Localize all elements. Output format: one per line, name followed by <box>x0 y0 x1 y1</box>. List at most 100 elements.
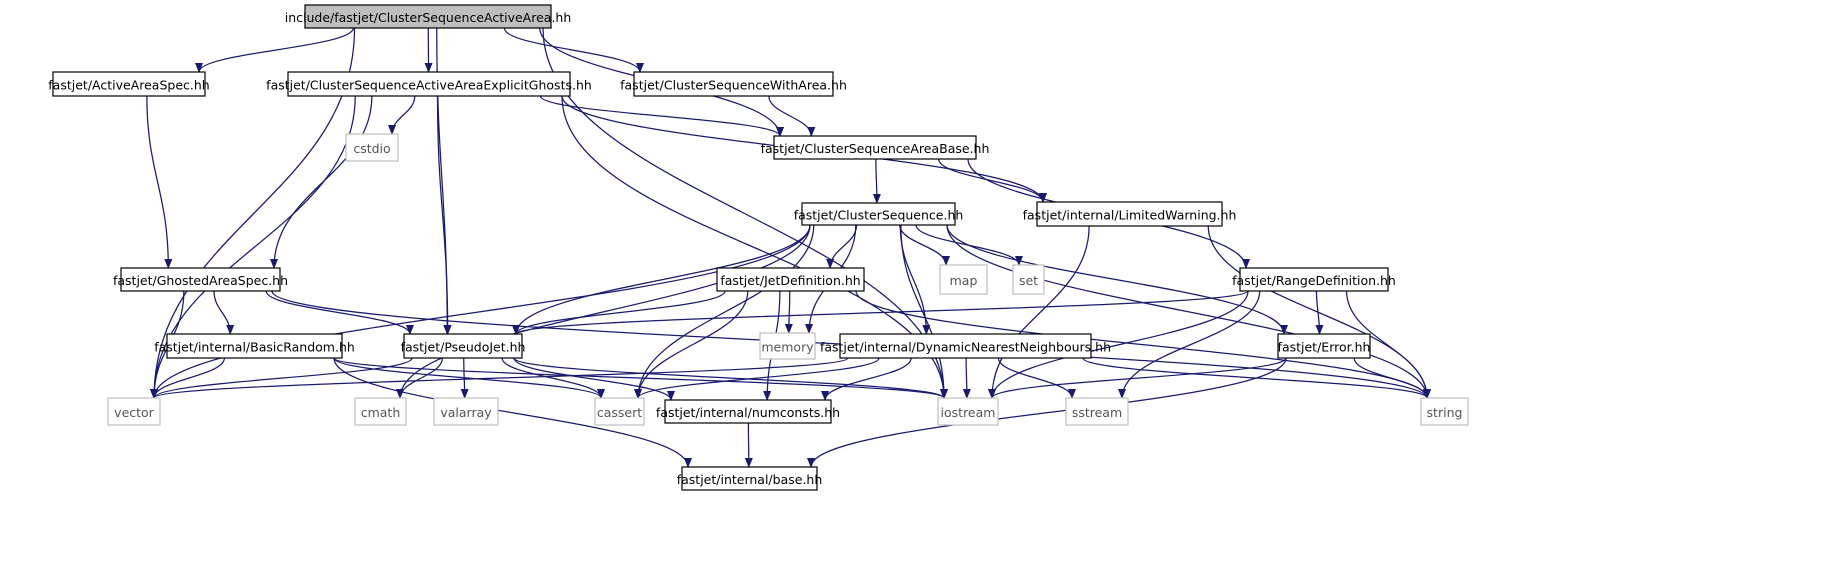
node-csareabase[interactable]: fastjet/ClusterSequenceAreaBase.hh <box>761 135 990 160</box>
edge-csaaeg-to-cstdio <box>388 95 416 135</box>
node-cstdio: cstdio <box>345 133 399 162</box>
edge-dnn-to-vector <box>150 357 849 399</box>
node-cmath: cmath <box>354 397 407 426</box>
edge-cswitharea-to-csareabase <box>768 95 816 137</box>
node-cswitharea[interactable]: fastjet/ClusterSequenceWithArea.hh <box>620 71 847 97</box>
edge-error-to-iostream <box>988 357 1287 399</box>
node-valarray-label: valarray <box>440 405 492 420</box>
node-cmath-label: cmath <box>361 405 401 420</box>
node-pseudojet[interactable]: fastjet/PseudoJet.hh <box>401 333 526 359</box>
edge-cs-to-vector <box>150 224 811 399</box>
edge-dnn-to-cassert <box>634 357 880 399</box>
node-cassert-box <box>594 397 645 426</box>
node-error-label: fastjet/Error.hh <box>1278 340 1371 355</box>
node-iostream: iostream <box>937 397 999 426</box>
edge-limitedwarning-to-iostream <box>988 225 1090 399</box>
edge-cs-to-cassert <box>634 224 815 399</box>
node-cstdio-label: cstdio <box>353 141 390 156</box>
node-string-label: string <box>1427 405 1463 420</box>
edge-pseudojet-to-valarray <box>460 357 469 399</box>
node-memory: memory <box>759 332 816 360</box>
edge-error-to-string <box>1353 357 1431 399</box>
node-cs-label: fastjet/ClusterSequence.hh <box>794 208 964 223</box>
edge-pseudojet-to-iostream <box>513 357 948 399</box>
node-base-label: fastjet/internal/base.hh <box>677 472 823 487</box>
edge-rangedef-to-pseudojet <box>512 290 1249 335</box>
node-activeareaspec-label: fastjet/ActiveAreaSpec.hh <box>48 78 209 93</box>
nodes-layer: include/fastjet/ClusterSequenceActiveAre… <box>48 4 1469 491</box>
node-dnn-label: fastjet/internal/DynamicNearestNeighbour… <box>820 340 1111 355</box>
node-memory-label: memory <box>761 340 814 355</box>
node-base-box <box>681 466 818 491</box>
edge-cs-to-map <box>899 224 950 266</box>
edge-ghostedareaspec-to-basicrandom <box>213 290 235 335</box>
edge-main-to-activeareaspec <box>195 27 354 73</box>
node-sstream-label: sstream <box>1072 405 1122 420</box>
node-base[interactable]: fastjet/internal/base.hh <box>677 466 823 491</box>
edge-rangedef-to-sstream <box>1118 290 1261 399</box>
node-cs-box <box>801 202 956 226</box>
node-ghostedareaspec-box <box>120 267 281 292</box>
node-rangedef[interactable]: fastjet/RangeDefinition.hh <box>1232 267 1396 292</box>
edge-dnn-to-sstream <box>997 357 1076 399</box>
node-rangedef-box <box>1239 267 1389 292</box>
node-numconsts-label: fastjet/internal/numconsts.hh <box>656 405 840 420</box>
node-cswitharea-box <box>633 71 834 97</box>
edge-csaaeg-to-vector <box>150 95 356 399</box>
node-basicrandom-box <box>166 333 343 359</box>
node-numconsts-box <box>664 399 832 424</box>
node-set-label: set <box>1019 273 1038 288</box>
node-set-box <box>1012 264 1045 295</box>
edge-pseudojet-to-numconsts <box>513 357 675 401</box>
node-vector-box <box>107 397 161 426</box>
node-numconsts[interactable]: fastjet/internal/numconsts.hh <box>656 399 840 424</box>
node-cstdio-box <box>345 133 399 162</box>
node-string-box <box>1420 397 1469 426</box>
edge-cs-to-error <box>946 224 1288 335</box>
node-basicrandom-label: fastjet/internal/BasicRandom.hh <box>154 340 355 355</box>
node-cassert-label: cassert <box>597 405 642 420</box>
edge-rangedef-to-error <box>1315 290 1324 335</box>
edge-basicrandom-to-iostream <box>333 357 948 399</box>
node-csaaeg-label: fastjet/ClusterSequenceActiveAreaExplici… <box>266 78 592 93</box>
node-limitedwarning-box <box>1036 201 1223 227</box>
edge-csareabase-to-cs <box>872 158 881 204</box>
node-cmath-box <box>354 397 407 426</box>
node-limitedwarning-label: fastjet/internal/LimitedWarning.hh <box>1023 208 1237 223</box>
edge-ghostedareaspec-to-pseudojet <box>265 290 414 335</box>
node-cs[interactable]: fastjet/ClusterSequence.hh <box>794 202 964 226</box>
node-main[interactable]: include/fastjet/ClusterSequenceActiveAre… <box>285 4 572 29</box>
edge-dnn-to-numconsts <box>821 357 912 401</box>
node-map: map <box>939 264 988 295</box>
node-sstream: sstream <box>1065 397 1129 426</box>
node-ghostedareaspec[interactable]: fastjet/GhostedAreaSpec.hh <box>113 267 288 292</box>
node-csareabase-box <box>773 135 977 160</box>
node-activeareaspec[interactable]: fastjet/ActiveAreaSpec.hh <box>48 71 210 97</box>
node-map-label: map <box>950 273 978 288</box>
node-limitedwarning[interactable]: fastjet/internal/LimitedWarning.hh <box>1023 201 1237 227</box>
node-main-label: include/fastjet/ClusterSequenceActiveAre… <box>285 10 572 25</box>
edge-pseudojet-to-cassert <box>501 357 605 399</box>
node-basicrandom[interactable]: fastjet/internal/BasicRandom.hh <box>154 333 355 359</box>
node-jetdef[interactable]: fastjet/JetDefinition.hh <box>716 267 865 292</box>
edge-basicrandom-to-base <box>333 357 692 468</box>
edge-csaaeg-to-pseudojet <box>436 95 452 335</box>
node-jetdef-label: fastjet/JetDefinition.hh <box>720 273 860 288</box>
node-csaaeg[interactable]: fastjet/ClusterSequenceActiveAreaExplici… <box>266 71 592 97</box>
edge-jetdef-to-cassert <box>634 290 749 399</box>
node-set: set <box>1012 264 1045 295</box>
edge-pseudojet-to-cmath <box>396 357 443 399</box>
node-ghostedareaspec-label: fastjet/GhostedAreaSpec.hh <box>113 273 288 288</box>
edge-cs-to-pseudojet <box>512 224 811 335</box>
node-cassert: cassert <box>594 397 645 426</box>
node-dnn[interactable]: fastjet/internal/DynamicNearestNeighbour… <box>820 333 1111 359</box>
node-memory-box <box>759 332 816 360</box>
edge-rangedef-to-iostream <box>988 290 1249 399</box>
node-pseudojet-label: fastjet/PseudoJet.hh <box>401 340 526 355</box>
edge-cs-to-cmath <box>396 224 811 399</box>
edge-jetdef-to-memory <box>784 290 793 334</box>
node-error[interactable]: fastjet/Error.hh <box>1277 333 1371 359</box>
node-jetdef-box <box>716 267 865 292</box>
node-vector: vector <box>107 397 161 426</box>
